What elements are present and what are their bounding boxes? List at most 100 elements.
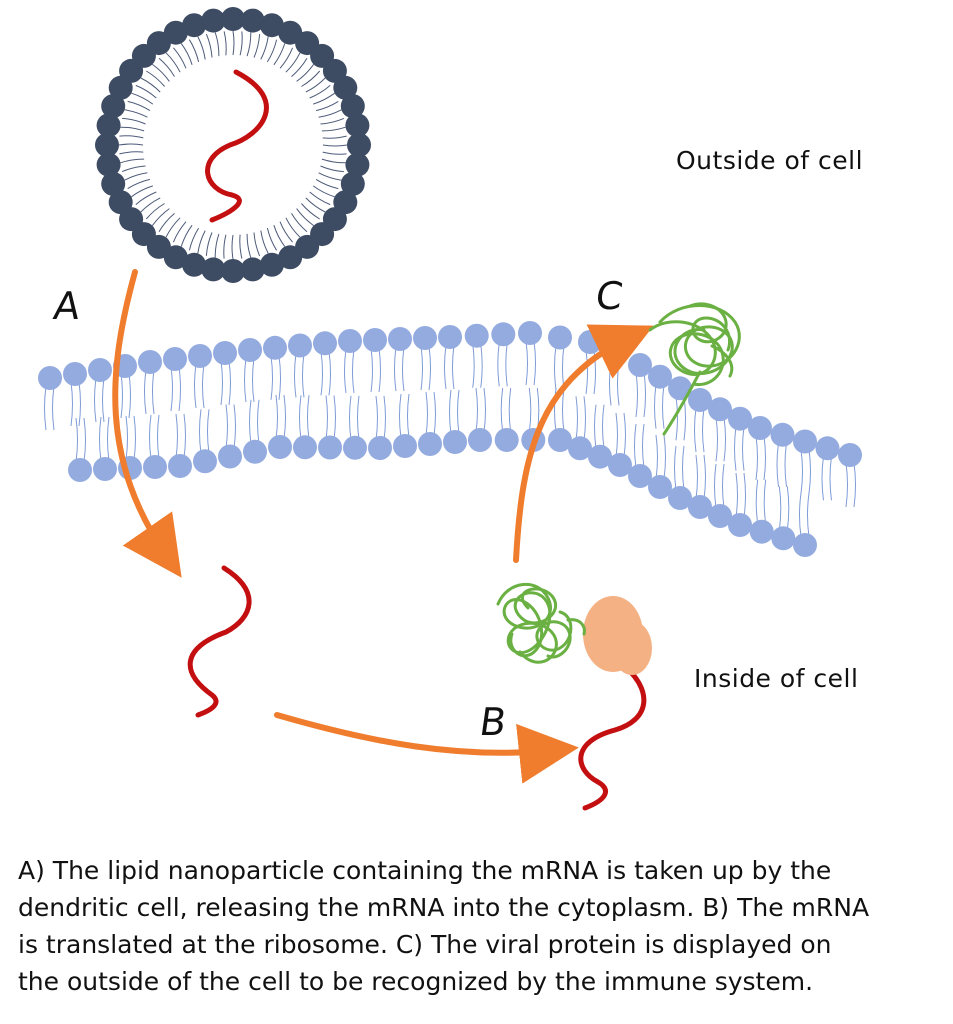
membrane-lipid-tail [694, 407, 697, 453]
nanoparticle-lipid-tail [318, 172, 342, 181]
membrane-lipid-tail [662, 384, 665, 429]
membrane-lipid-tail [808, 449, 811, 494]
nanoparticle-lipid-tail [172, 221, 187, 243]
membrane-lipid-head [213, 341, 237, 365]
inside-of-cell-label: Inside of cell [694, 664, 859, 693]
membrane-lipid-head [238, 338, 262, 362]
membrane-lipid-tail [715, 417, 718, 462]
membrane-lipid-head [648, 364, 672, 389]
membrane-lipid-head [548, 428, 572, 452]
membrane-lipid-tail [202, 363, 205, 409]
membrane-lipid-tail [778, 486, 782, 531]
nanoparticle-lipid-tail [260, 36, 269, 60]
nanoparticle-lipid-tail [273, 43, 286, 66]
membrane-lipid-head [708, 504, 732, 528]
nanoparticle-lipid-tail [285, 217, 301, 238]
nanoparticle-lipid-tail [253, 34, 261, 58]
nanoparticle-lipid-tail [315, 178, 339, 190]
membrane-lipid-head [193, 449, 217, 474]
nanoparticle-lipid-tail [120, 126, 145, 132]
nanoparticle-lipid-tail [285, 52, 301, 73]
nanoparticle-lipid-tail [305, 197, 326, 213]
arrow-c [513, 324, 654, 563]
membrane-lipid-tail [702, 407, 705, 453]
membrane-lipid-heads [38, 321, 862, 557]
membrane-lipid-head [728, 406, 752, 431]
nanoparticle-lipid-tail [223, 31, 227, 56]
membrane-lipid-tail [428, 345, 431, 391]
membrane-lipid-tail [149, 414, 152, 460]
membrane-lipid-tail [623, 412, 626, 458]
membrane-lipid-tail [70, 381, 73, 427]
nanoparticle-lipid-tail [151, 208, 170, 226]
nanoparticle-lipid-tail [239, 31, 243, 56]
nanoparticle-lipid-tail [296, 64, 315, 82]
membrane-lipid-head [748, 416, 772, 440]
membrane-lipid-head [438, 325, 462, 349]
membrane-lipid-tail [333, 395, 336, 440]
membrane-lipid-tail [199, 409, 202, 454]
membrane-lipid-tail [94, 377, 97, 423]
membrane-lipid-tail [583, 396, 586, 441]
arrow-a [112, 269, 182, 578]
nanoparticle-lipid-tail [197, 36, 206, 60]
membrane-lipid-tail [654, 384, 657, 429]
membrane-lipid-tail [457, 389, 460, 435]
membrane-lipid-head [293, 435, 317, 460]
membrane-lipid-head [608, 453, 632, 477]
nanoparticle-lipid-head [221, 7, 245, 31]
nanoparticle-lipid-tail [322, 135, 347, 139]
membrane-lipid-head [548, 325, 572, 350]
membrane-lipid-head [468, 428, 492, 452]
viral-protein-displayed [648, 302, 741, 436]
caption-line: is translated at the ribosome. C) The vi… [18, 930, 832, 959]
membrane-lipid-tail [609, 361, 612, 406]
membrane-lipid-tail [378, 347, 381, 393]
nanoparticle-lipid-tails [118, 30, 348, 260]
membrane-lipid-head [749, 519, 774, 544]
membrane-lipid-tail [663, 434, 666, 480]
membrane-lipid-tail [244, 357, 247, 403]
membrane-lipid-head [168, 454, 192, 478]
nanoparticle-lipid-head [182, 13, 207, 38]
membrane-lipid-tail [152, 369, 155, 415]
membrane-lipid-head [628, 353, 652, 377]
nanoparticle-lipid-head [345, 113, 370, 138]
membrane-lipid-tail [99, 416, 102, 462]
nanoparticle-lipid-tail [131, 92, 154, 105]
nanoparticle-lipid-tail [318, 109, 342, 118]
membrane-lipid-tail [528, 387, 532, 433]
membrane-lipid-tail [83, 417, 86, 463]
nanoparticle-lipid-tail [239, 234, 243, 259]
membrane-lipid-tail [352, 348, 355, 394]
membrane-lipid-head [288, 333, 312, 358]
membrane-lipid-tail [742, 426, 745, 471]
nanoparticle-lipid-head [333, 75, 358, 100]
nanoparticle-lipid-tail [301, 203, 320, 220]
nanoparticle-lipid-tail [173, 47, 187, 69]
membrane-lipid-head [793, 533, 817, 557]
membrane-lipid-tail [375, 395, 378, 441]
nanoparticle-lipid-head [259, 252, 284, 277]
membrane-lipid-tail [617, 361, 620, 406]
nanoparticle-lipid-head [340, 94, 365, 119]
nanoparticle-lipid-head [95, 133, 119, 157]
membrane-lipid-tail [585, 349, 588, 395]
membrane-lipid-head [68, 458, 92, 482]
membrane-lipid-tail [220, 360, 223, 406]
membrane-lipid-head [343, 435, 367, 460]
membrane-lipid-tail [533, 340, 536, 386]
membrane-lipid-tail [634, 423, 637, 469]
nanoparticle-lipid-head [221, 259, 245, 283]
membrane-lipid-tail [107, 416, 110, 462]
membrane-lipid-tail [722, 463, 725, 509]
membrane-lipid-tail [78, 381, 81, 427]
nanoparticle-lipid-tail [127, 178, 151, 190]
membrane-lipid-tail [615, 412, 618, 458]
membrane-lipid-tail [275, 394, 278, 440]
membrane-lipid-tail [472, 343, 475, 388]
nanoparticle-lipid-tail [120, 158, 145, 164]
nanoparticle-lipid-head [278, 245, 303, 270]
nanoparticle-lipid-tail [165, 52, 181, 73]
